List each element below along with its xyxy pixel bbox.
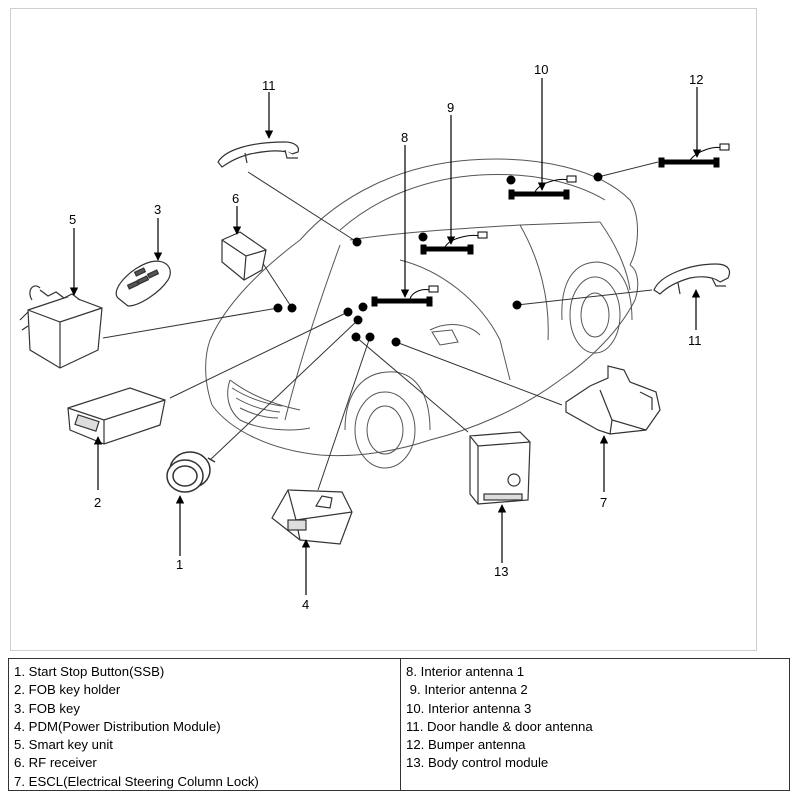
- dot-bcm: [351, 332, 361, 342]
- callout-1: 1: [176, 557, 183, 572]
- legend-table: 1. Start Stop Button(SSB) 2. FOB key hol…: [8, 658, 790, 791]
- legend-item: 7. ESCL(Electrical Steering Column Lock): [14, 773, 259, 789]
- legend-column-left: 1. Start Stop Button(SSB) 2. FOB key hol…: [9, 659, 401, 790]
- dot-antenna-1: [358, 302, 368, 312]
- interior-antenna-2-icon: [420, 231, 488, 255]
- body-control-module-icon: [469, 431, 531, 505]
- legend-item: 1. Start Stop Button(SSB): [14, 664, 165, 679]
- diagram-frame: [10, 8, 757, 651]
- dot-door-handle-rear: [512, 300, 522, 310]
- escl-icon: [565, 365, 661, 435]
- dot-ssb: [343, 307, 353, 317]
- connection-dots: [273, 172, 603, 347]
- door-handle-right-icon: [653, 263, 731, 295]
- component-location-diagram: 11 3 5 6 8 9 10 12 11 2 1 4 13 7: [19, 62, 731, 612]
- dot-pdm: [365, 332, 375, 342]
- callout-6: 6: [232, 191, 239, 206]
- callout-12: 12: [689, 72, 703, 87]
- callout-10: 10: [534, 62, 548, 77]
- dot-door-handle-front: [352, 237, 362, 247]
- bumper-antenna-icon: [658, 143, 730, 168]
- callout-9: 9: [447, 100, 454, 115]
- legend-item: 11. Door handle & door antenna: [406, 718, 593, 734]
- interior-antenna-1-icon: [371, 285, 439, 307]
- callout-13: 13: [494, 564, 508, 579]
- car-outline: [205, 158, 639, 469]
- fob-key-holder-icon: [67, 387, 166, 445]
- interior-antenna-3-icon: [508, 175, 577, 200]
- legend-item: 8. Interior antenna 1: [406, 664, 525, 679]
- dot-antenna-3: [506, 175, 516, 185]
- callout-7: 7: [600, 495, 607, 510]
- callout-11-top: 11: [262, 78, 276, 93]
- connector-lines: [102, 161, 659, 491]
- legend-item: 3. FOB key: [14, 700, 80, 716]
- legend-item: 4. PDM(Power Distribution Module): [14, 718, 221, 734]
- legend-item: 10. Interior antenna 3: [406, 700, 532, 716]
- callout-5: 5: [69, 212, 76, 227]
- dot-antenna-2: [418, 232, 428, 242]
- legend-item: 12. Bumper antenna: [406, 737, 526, 753]
- legend-item: 2. FOB key holder: [14, 682, 121, 698]
- callout-labels: 11 3 5 6 8 9 10 12 11 2 1 4 13 7: [69, 62, 703, 612]
- rf-receiver-icon: [221, 231, 267, 281]
- door-handle-top-icon: [217, 141, 300, 168]
- fob-key-icon: [115, 260, 171, 307]
- dot-rf-receiver: [287, 303, 297, 313]
- legend-item: 9. Interior antenna 2: [406, 682, 528, 698]
- legend-item: 13. Body control module: [406, 755, 549, 771]
- callout-11-right: 11: [688, 333, 702, 348]
- smart-key-unit-icon: [19, 285, 103, 369]
- dot-bumper-antenna: [593, 172, 603, 182]
- legend-column-right: 8. Interior antenna 1 9. Interior antenn…: [401, 659, 789, 790]
- callout-arrows: [69, 78, 702, 595]
- callout-2: 2: [94, 495, 101, 510]
- start-stop-button-icon: [166, 451, 216, 493]
- legend-item: 6. RF receiver: [14, 755, 97, 771]
- dot-fob-holder: [353, 315, 363, 325]
- legend-item: 5. Smart key unit: [14, 737, 113, 753]
- callout-8: 8: [401, 130, 408, 145]
- callout-4: 4: [302, 597, 309, 612]
- pdm-icon: [271, 489, 353, 545]
- callout-3: 3: [154, 202, 161, 217]
- dot-escl: [391, 337, 401, 347]
- dot-smart-key-unit: [273, 303, 283, 313]
